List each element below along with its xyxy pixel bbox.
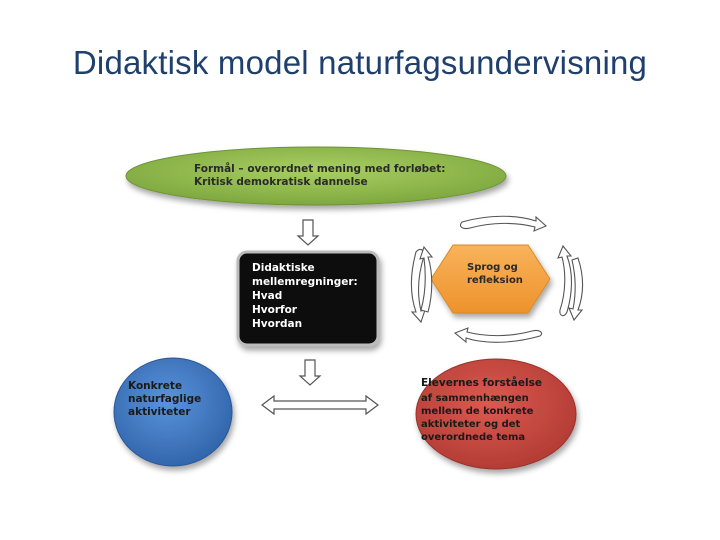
activities-line-3: aktiviteter <box>128 406 191 418</box>
didactic-line-4: Hvorfor <box>252 304 298 316</box>
activities-circle: Konkrete naturfaglige aktiviteter <box>113 357 233 467</box>
understanding-line-3: mellem de konkrete <box>421 406 534 417</box>
curved-arrow-vertical-icon <box>557 244 584 322</box>
language-line-2: refleksion <box>467 275 523 286</box>
didactic-line-3: Hvad <box>252 290 282 302</box>
svg-text:Elevernes forståelse: Elevernes forståelse <box>421 376 542 389</box>
purpose-line-2: Kritisk demokratisk dannelse <box>194 176 368 188</box>
curved-arrow-horizontal-icon <box>453 327 543 344</box>
svg-text:Konkrete naturfaglige: Konkrete naturfaglige aktiviteter <box>128 380 205 418</box>
purpose-ellipse: Formål – overordnet mening med forløbet:… <box>125 146 507 206</box>
activities-line-1: Konkrete <box>128 380 182 392</box>
understanding-line-1: Elevernes forståelse <box>421 376 542 389</box>
svg-text:Didaktiske mellemregning: Didaktiske mellemregninger: Hvad Hvorfor… <box>252 262 361 330</box>
didactic-line-5: Hvordan <box>252 318 302 330</box>
activities-line-2: naturfaglige <box>128 393 201 405</box>
svg-text:af sammenhængen mellem d: af sammenhængen mellem de konkrete aktiv… <box>421 393 537 443</box>
understanding-line-2: af sammenhængen <box>421 393 529 404</box>
arrow-down-icon <box>298 359 322 386</box>
curved-arrow-vertical-icon <box>410 245 434 324</box>
language-line-1: Sprog og <box>467 262 518 273</box>
svg-text:Formål – overordnet mening med: Formål – overordnet mening med forløbet:… <box>194 162 449 188</box>
double-arrow-horizontal-icon <box>261 394 379 416</box>
slide-title: Didaktisk model naturfagsundervisning <box>72 44 648 81</box>
language-hexagon: Sprog og refleksion <box>430 244 551 314</box>
didactic-box: Didaktiske mellemregninger: Hvad Hvorfor… <box>236 250 380 347</box>
curved-arrow-horizontal-icon <box>459 215 548 232</box>
understanding-ellipse: Elevernes forståelse af sammenhængen mel… <box>415 358 577 470</box>
svg-text:Sprog og refleksion: Sprog og refleksion <box>467 262 523 286</box>
understanding-line-5: overordnede tema <box>421 432 525 443</box>
didactic-line-1: Didaktiske <box>252 262 315 274</box>
didactic-line-2: mellemregninger: <box>252 276 358 288</box>
arrow-down-icon <box>296 219 320 246</box>
understanding-line-4: aktiviteter og det <box>421 419 521 430</box>
purpose-line-1: Formål – overordnet mening med forløbet: <box>194 162 446 175</box>
